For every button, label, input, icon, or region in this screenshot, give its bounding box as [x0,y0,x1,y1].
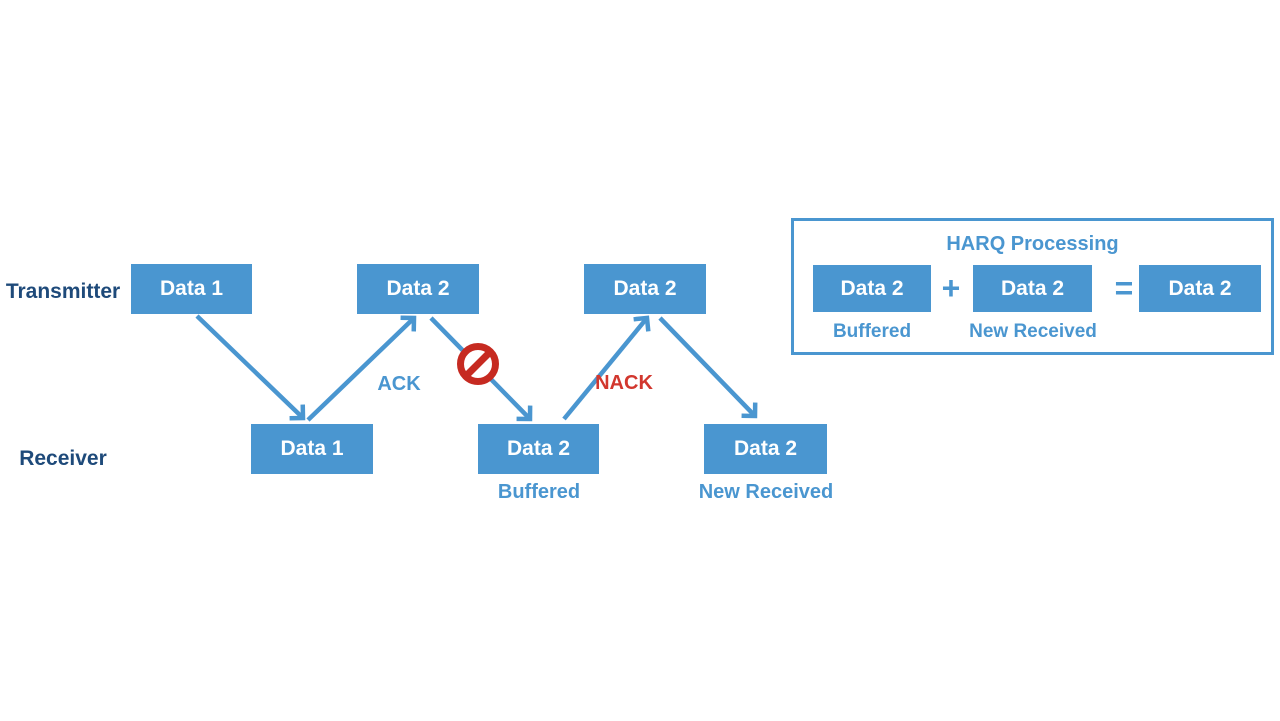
rx-caption-buffered: Buffered [497,481,581,503]
tx-box-data1: Data 1 [131,264,252,314]
tx-box-data2-retransmit: Data 2 [584,264,706,314]
harq-box-new-received: Data 2 [973,265,1092,312]
harq-box-buffered: Data 2 [813,265,931,312]
tx-box-data2: Data 2 [357,264,479,314]
harq-processing-panel: HARQ Processing Data 2 + Data 2 = Data 2… [791,218,1274,355]
equals-sign: = [1114,270,1134,306]
harq-box-result: Data 2 [1139,265,1261,312]
rx-box-data1: Data 1 [251,424,373,474]
harq-caption-buffered: Buffered [832,321,912,342]
no-entry-icon [457,343,499,385]
arrow-data2-retransmit-tx-to-rx [658,316,758,419]
arrow-data1-tx-to-rx [195,314,306,421]
rx-box-data2-buffered: Data 2 [478,424,599,474]
harq-caption-new-received: New Received [969,321,1097,342]
nack-label: NACK [595,372,653,394]
plus-sign: + [941,270,961,306]
harq-panel-title: HARQ Processing [946,233,1119,255]
rx-box-data2-new-received: Data 2 [704,424,827,474]
arrow-ack-rx-to-tx [306,315,417,422]
ack-label: ACK [377,373,421,395]
arrow-nack-rx-to-tx [562,315,651,421]
transmitter-label: Transmitter [5,280,121,303]
rx-caption-new-received: New Received [698,481,834,503]
receiver-label: Receiver [19,447,107,470]
